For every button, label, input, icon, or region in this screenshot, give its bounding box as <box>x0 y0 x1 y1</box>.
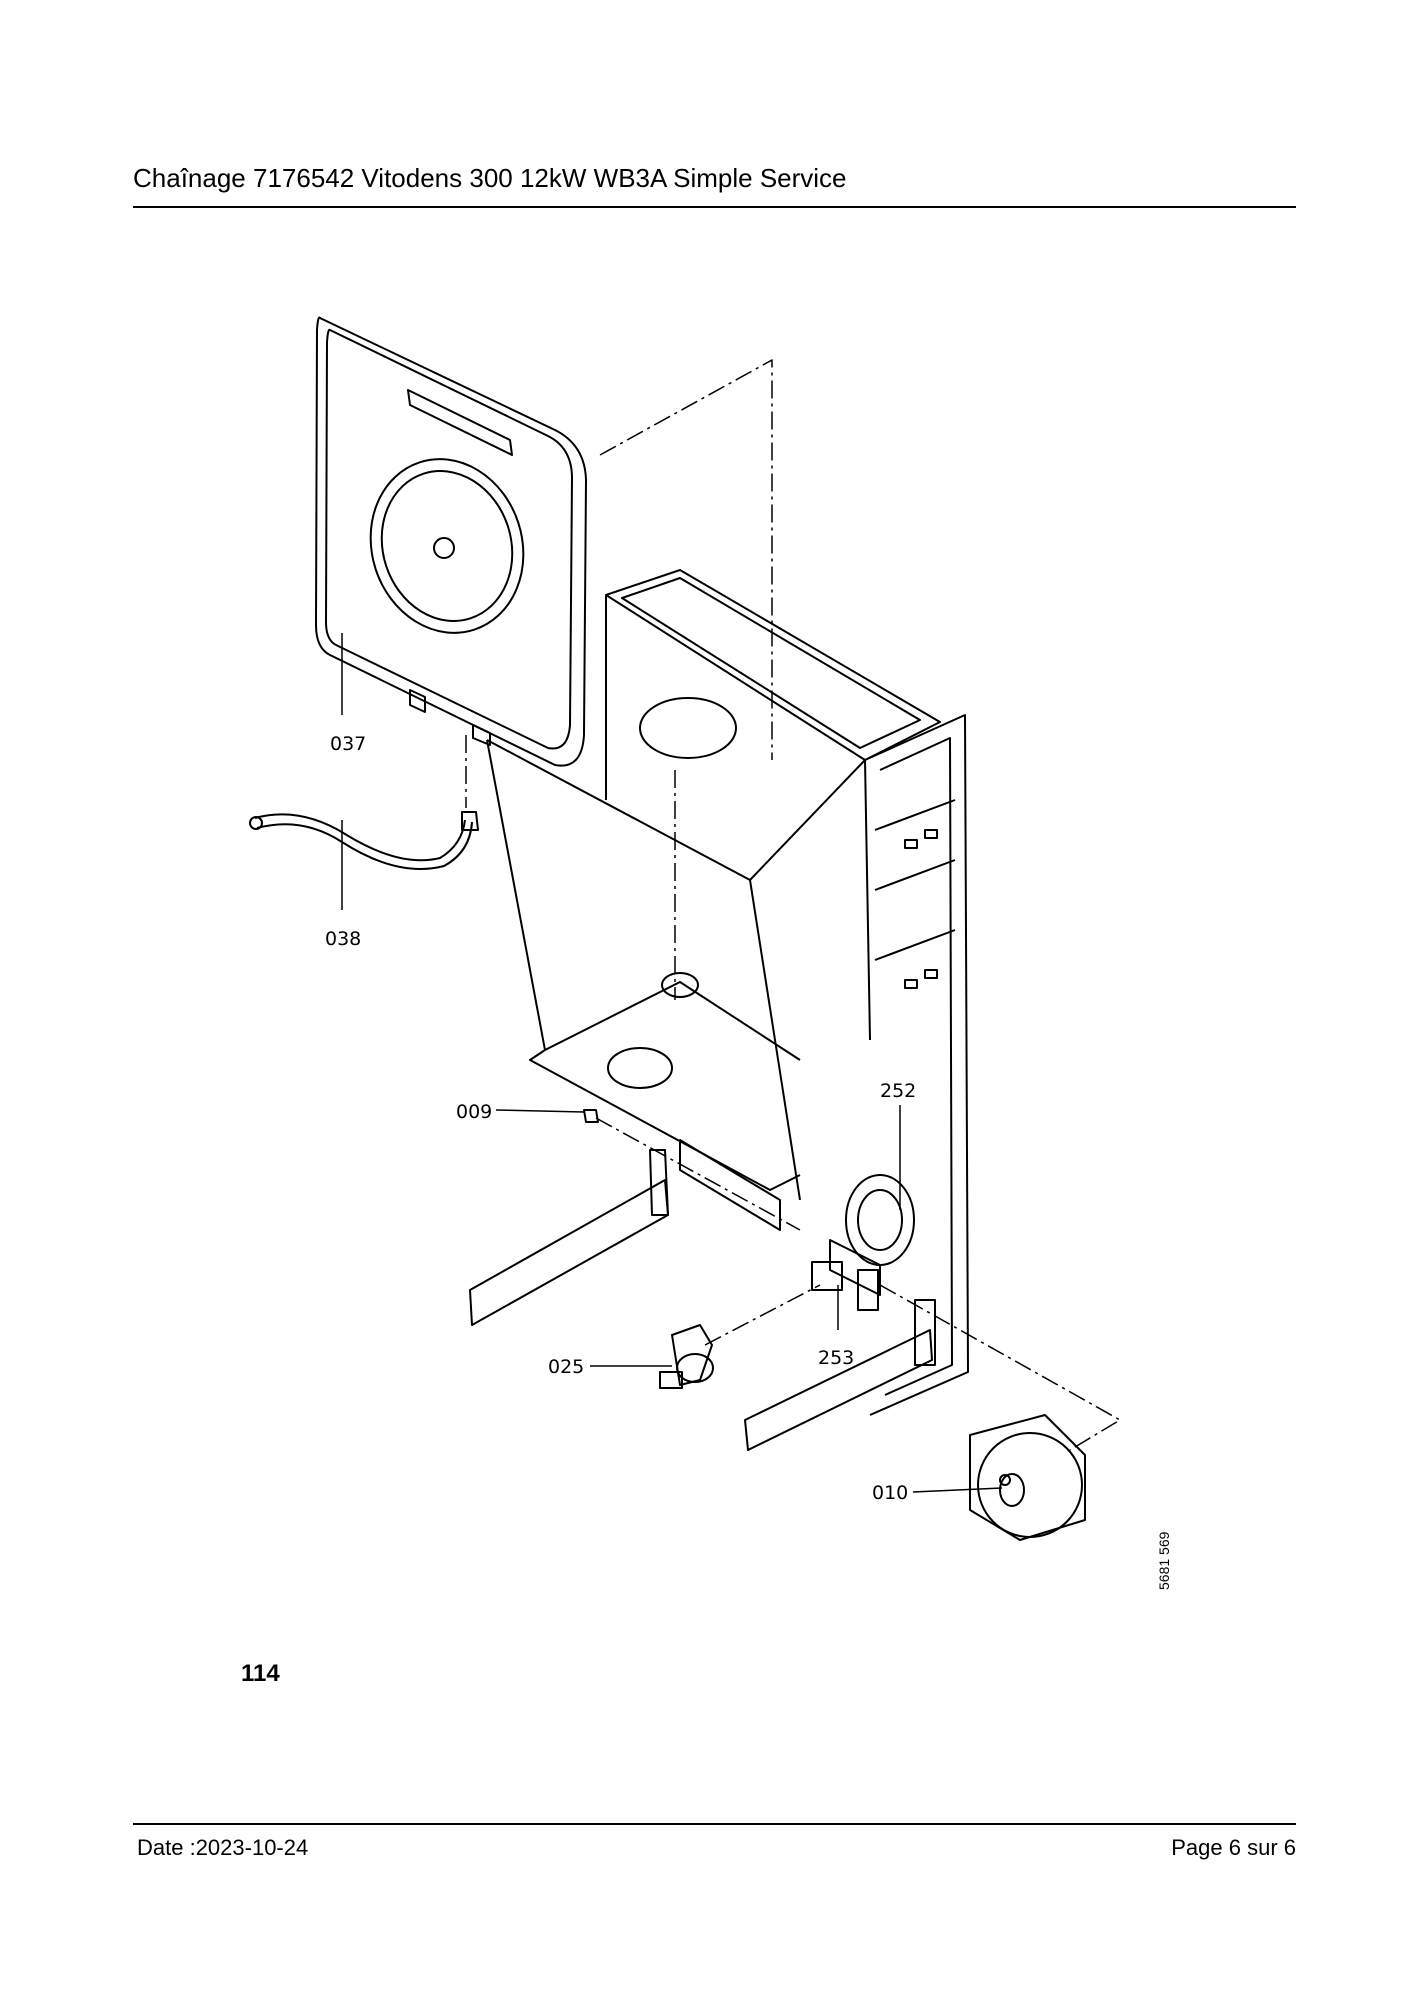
callout-037: 037 <box>330 733 366 755</box>
boiler-frame <box>469 569 969 1451</box>
callout-025: 025 <box>548 1356 584 1378</box>
sensor-part <box>659 1324 714 1389</box>
page-number: Page 6 sur 6 <box>1171 1835 1296 1860</box>
footer-date: Date :2023-10-24 <box>137 1835 309 1860</box>
clip-part <box>583 1109 599 1123</box>
footer-rule <box>133 1823 1296 1825</box>
fan-motor <box>969 1414 1086 1541</box>
callout-038: 038 <box>325 928 361 950</box>
callout-009: 009 <box>456 1101 492 1123</box>
expansion-vessel <box>315 316 587 767</box>
connection-hose <box>249 811 479 870</box>
header-rule <box>133 206 1296 208</box>
callout-252: 252 <box>880 1080 916 1102</box>
callout-010: 010 <box>872 1482 908 1504</box>
pump-assembly <box>811 1174 915 1311</box>
callout-253: 253 <box>818 1347 854 1369</box>
drawing-id: 5681 569 <box>1156 1531 1172 1590</box>
reference-number: 114 <box>241 1660 280 1687</box>
page-title: Chaînage 7176542 Vitodens 300 12kW WB3A … <box>133 163 847 193</box>
